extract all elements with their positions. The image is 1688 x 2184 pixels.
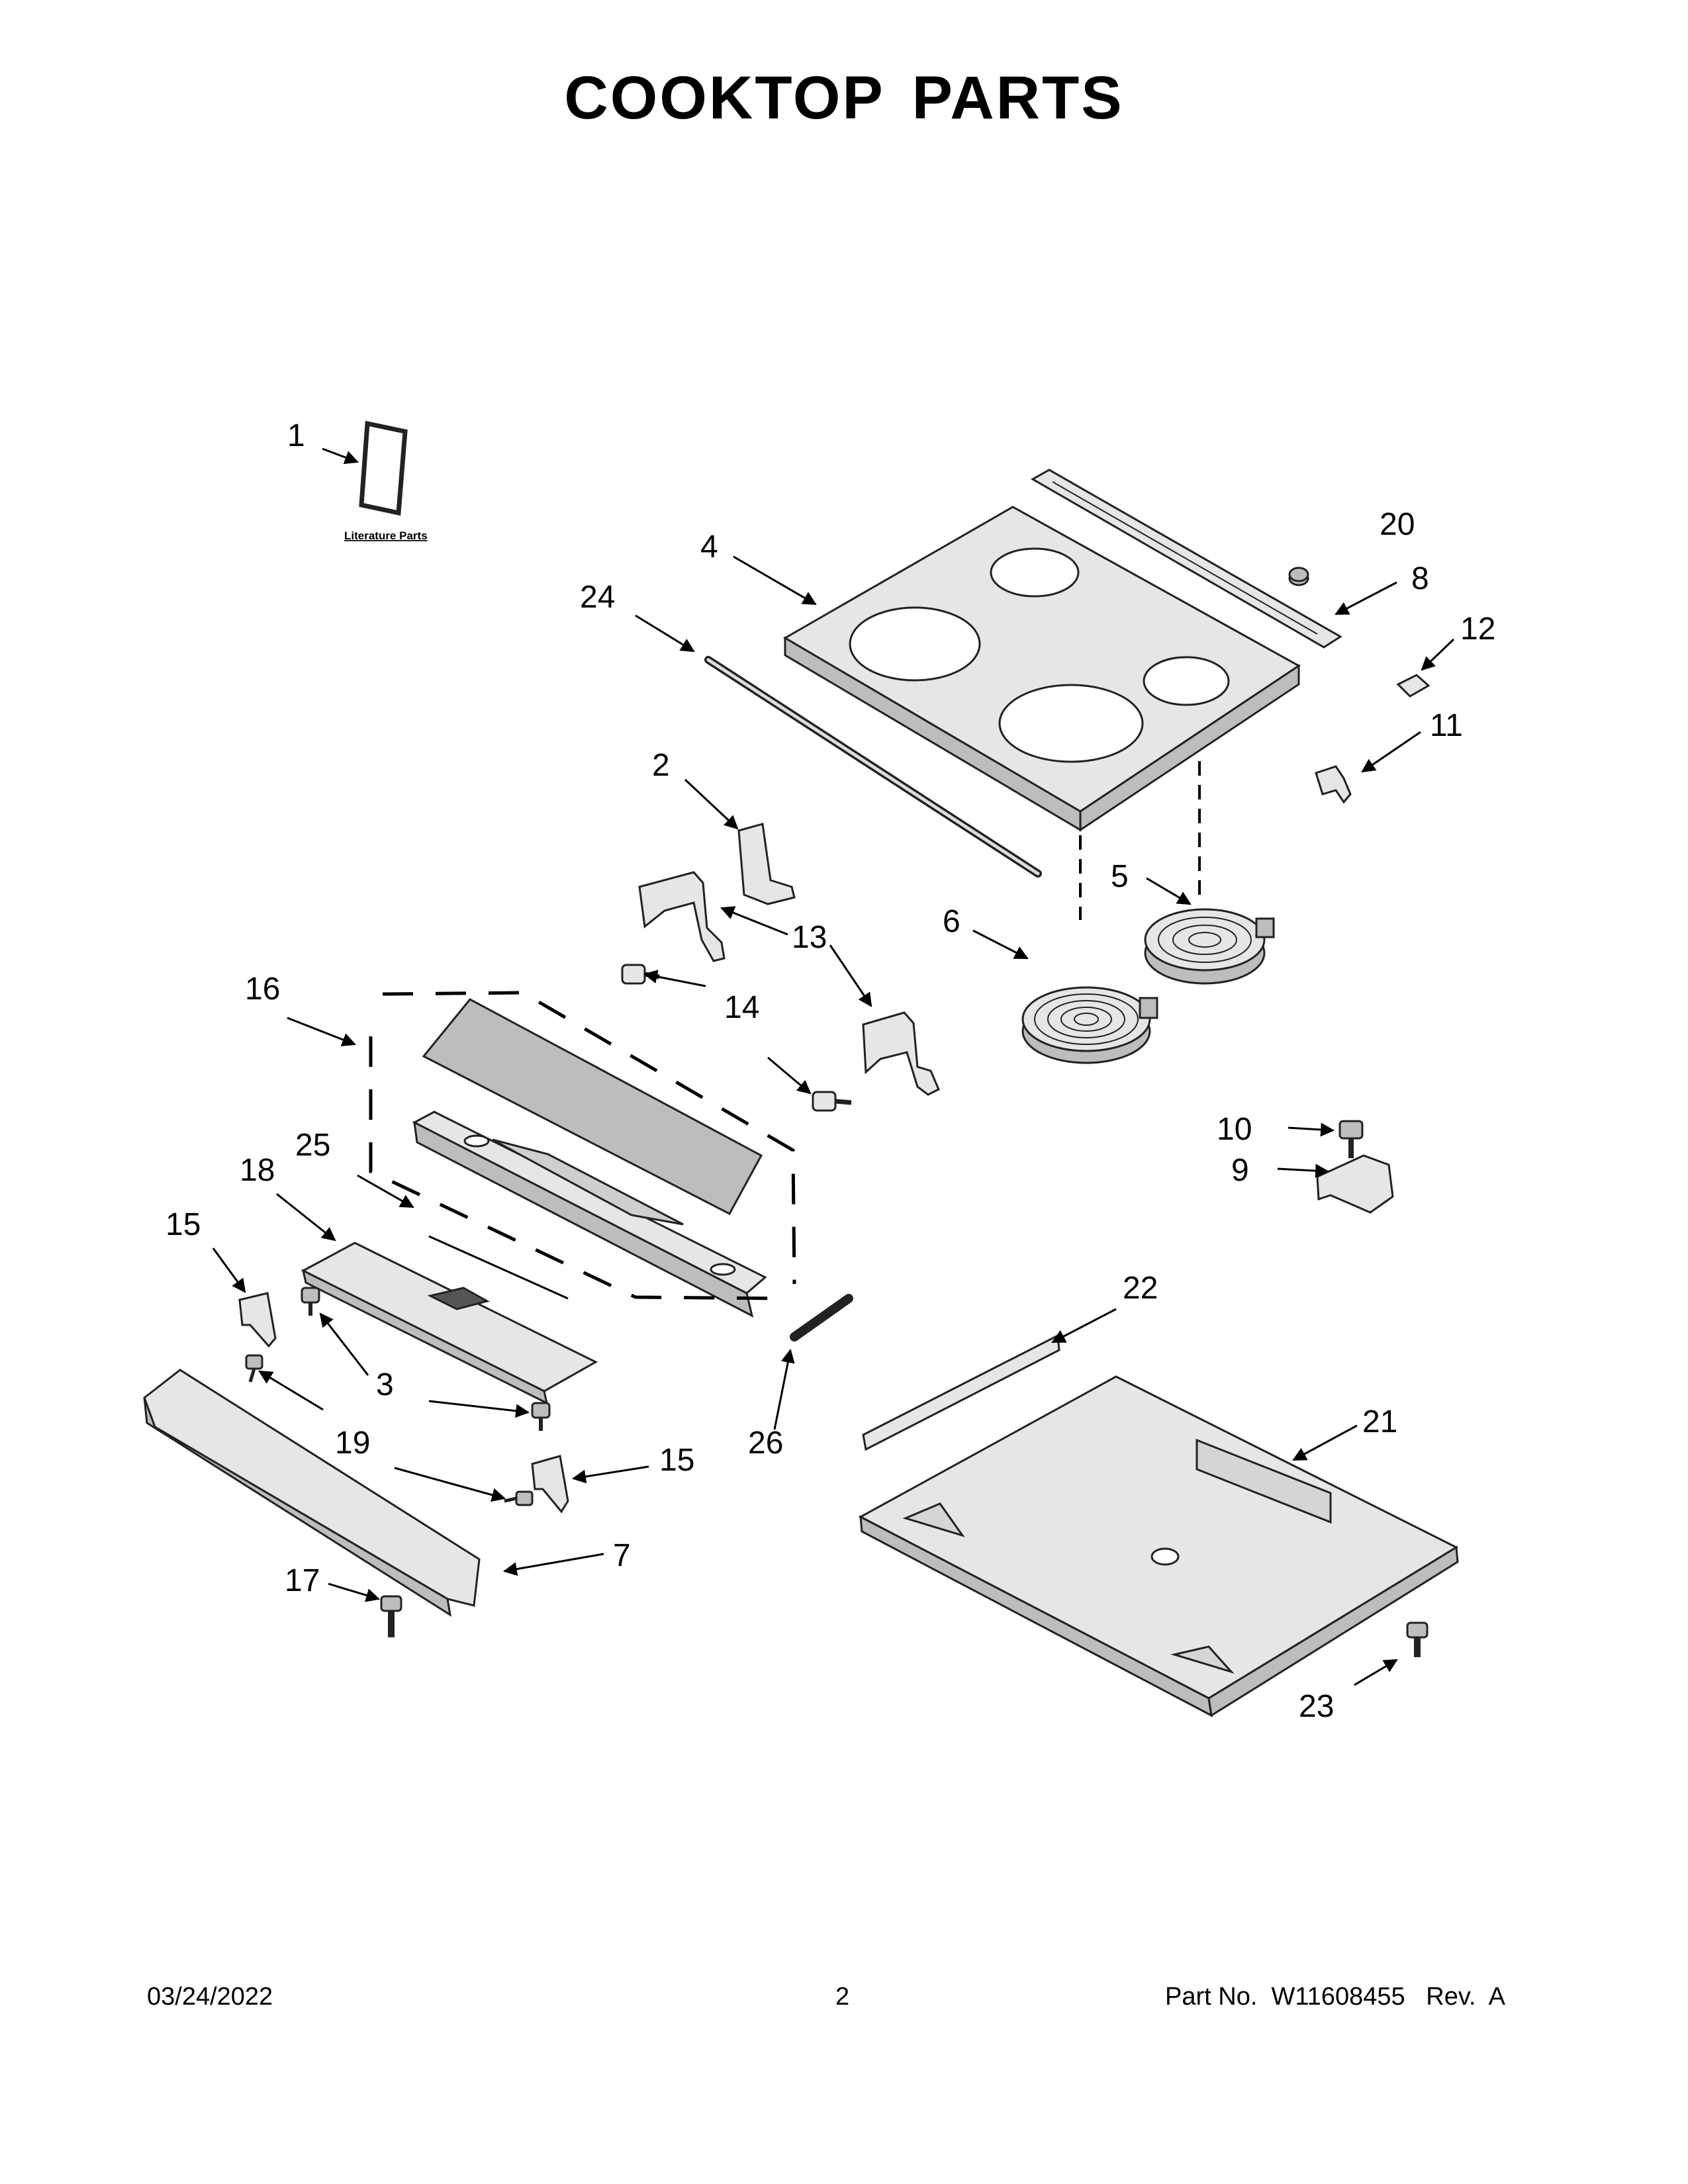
- callout-17: 17: [285, 1563, 320, 1598]
- footer-part-number: Part No. W11608455 Rev. A: [1165, 1983, 1505, 2011]
- callout-7: 7: [613, 1538, 631, 1573]
- callout-4: 4: [700, 529, 718, 565]
- part-screw-3a[interactable]: [301, 1287, 320, 1316]
- part-screw-3b[interactable]: [531, 1402, 551, 1431]
- part-bracket-2[interactable]: [737, 823, 796, 905]
- callout-11: 11: [1430, 708, 1463, 743]
- part-clip-12[interactable]: [1396, 674, 1430, 698]
- callout-5: 5: [1111, 859, 1129, 894]
- leader-lines: [212, 447, 1455, 1686]
- callout-6: 6: [943, 904, 961, 939]
- callout-2: 2: [652, 748, 670, 783]
- part-screw-19b[interactable]: [504, 1490, 534, 1506]
- part-main-tray-21[interactable]: [858, 1375, 1459, 1717]
- part-control-housing-18[interactable]: [301, 1242, 598, 1405]
- callout-10: 10: [1217, 1112, 1252, 1147]
- part-bracket-13b[interactable]: [862, 1011, 940, 1096]
- part-screw-14a[interactable]: [621, 964, 660, 985]
- footer-date: 03/24/2022: [147, 1983, 273, 2011]
- literature-label: Literature Parts: [344, 529, 428, 542]
- part-surface-element-5[interactable]: [1144, 908, 1275, 985]
- callout-25: 25: [295, 1128, 330, 1163]
- part-control-panel-16[interactable]: [412, 998, 767, 1318]
- callout-26: 26: [748, 1426, 783, 1461]
- callout-13: 13: [792, 920, 827, 955]
- assembly-dashed-outline: [369, 761, 1201, 1300]
- part-rear-trim[interactable]: [1030, 469, 1342, 649]
- part-seal-strip[interactable]: [704, 656, 1042, 878]
- callout-labels: 1 2 3 4 5 6 7 8 9 10 11 12 13 14 15 15 1…: [165, 418, 1495, 1724]
- part-screw-10[interactable]: [1338, 1120, 1364, 1158]
- callout-15b: 15: [659, 1443, 694, 1478]
- callout-19: 19: [335, 1426, 370, 1461]
- callout-24: 24: [580, 580, 615, 615]
- part-rail-22[interactable]: [862, 1334, 1060, 1451]
- callout-12: 12: [1460, 612, 1495, 647]
- part-front-trim-7[interactable]: [143, 1369, 481, 1617]
- callout-14: 14: [724, 990, 759, 1025]
- callout-15a: 15: [165, 1207, 201, 1242]
- callout-16: 16: [245, 972, 280, 1007]
- part-screw-14b[interactable]: [812, 1091, 852, 1112]
- part-screw-17[interactable]: [380, 1595, 402, 1637]
- callout-8: 8: [1411, 561, 1429, 596]
- page-title: COOKTOP PARTS: [564, 64, 1124, 132]
- part-bracket-13a[interactable]: [638, 871, 726, 962]
- footer-page-number: 2: [835, 1983, 850, 2011]
- callout-23: 23: [1299, 1689, 1334, 1724]
- part-grommet[interactable]: [1288, 567, 1309, 586]
- callout-20: 20: [1380, 507, 1415, 542]
- part-screw-19a[interactable]: [245, 1354, 263, 1383]
- part-cooktop-main-top[interactable]: [783, 506, 1301, 832]
- callout-3: 3: [376, 1367, 394, 1402]
- callout-9: 9: [1231, 1153, 1249, 1188]
- callout-22: 22: [1123, 1271, 1158, 1306]
- part-end-bracket-15b[interactable]: [531, 1455, 569, 1514]
- part-bracket-9[interactable]: [1316, 1154, 1394, 1214]
- part-surface-element-6[interactable]: [1021, 986, 1158, 1064]
- callout-18: 18: [240, 1153, 275, 1188]
- callout-21: 21: [1362, 1404, 1397, 1439]
- part-end-bracket-15a[interactable]: [238, 1292, 277, 1348]
- part-literature[interactable]: Literature Parts: [344, 420, 428, 542]
- callout-1: 1: [287, 418, 305, 453]
- part-gasket-26[interactable]: [790, 1294, 853, 1342]
- part-bracket-11[interactable]: [1315, 765, 1352, 804]
- part-screw-23[interactable]: [1406, 1621, 1429, 1657]
